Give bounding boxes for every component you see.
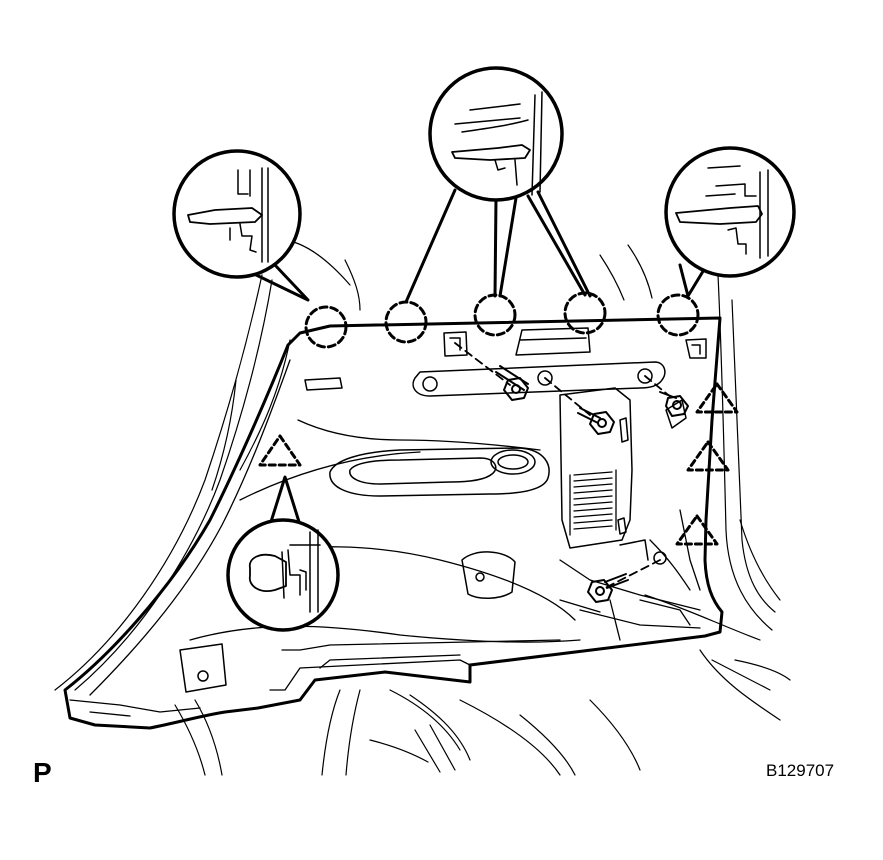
detail-callout-center	[404, 66, 592, 304]
bolt-icon	[495, 365, 529, 401]
clip-icon	[304, 305, 348, 349]
claw-icon	[675, 514, 719, 546]
clip-icon	[563, 291, 607, 335]
detail-callout-icon	[664, 146, 796, 278]
detail-callout-lower	[226, 475, 340, 632]
panel-covers	[179, 539, 667, 693]
detail-callout-icon	[428, 66, 564, 202]
clip-icon	[384, 300, 428, 344]
claw-icon	[695, 382, 739, 414]
clip-icon	[656, 293, 700, 337]
vent-grille	[569, 469, 617, 536]
bolts	[495, 365, 689, 603]
bolt-icon	[587, 573, 629, 603]
assist-grip-recess	[329, 447, 550, 497]
view-letter: P	[33, 757, 52, 788]
claw-markers	[258, 382, 739, 546]
detail-callout-right	[664, 146, 796, 298]
clip-icon	[473, 293, 517, 337]
claw-icon	[258, 434, 302, 467]
panel-features	[304, 327, 707, 549]
figure-code: B129707	[766, 761, 835, 780]
detail-callout-left	[172, 149, 310, 302]
claw-icon	[686, 440, 730, 472]
panel-inner-lines	[69, 359, 701, 717]
trim-panel-outline	[63, 316, 724, 730]
bolt-icon	[577, 407, 615, 435]
bolt-icon	[659, 391, 689, 417]
